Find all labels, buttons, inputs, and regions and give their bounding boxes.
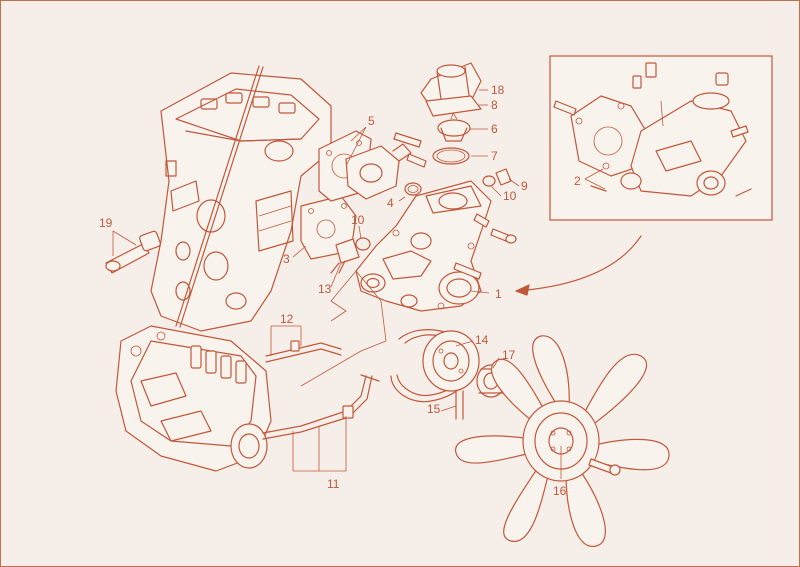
callout-11: 11 [327,477,340,491]
callout-10-left: 10 [351,213,365,227]
bolt-19 [105,230,161,274]
dipstick-guide [179,66,264,328]
callout-labels: 1 2 3 4 5 6 7 8 9 10 10 11 12 13 14 15 1… [99,83,581,498]
washer-10b [355,237,371,251]
fuel-pipe-12 [265,340,342,363]
cylinder-block [150,72,332,332]
thermostat-housing-adapter [345,143,412,200]
callout-15: 15 [427,402,441,416]
callout-4: 4 [387,196,394,210]
pointer-arrow [515,235,642,292]
callout-8: 8 [491,98,498,112]
callout-5: 5 [368,114,375,128]
arrow-head [515,284,530,296]
gasket-8 [425,95,482,117]
bolt [453,262,482,280]
callout-13: 13 [318,282,332,296]
callout-1: 1 [495,287,502,301]
bolt [393,132,422,148]
callout-18: 18 [491,83,505,97]
callout-12: 12 [280,312,294,326]
cooling-fan-16 [455,335,670,547]
callout-14: 14 [475,333,489,347]
callout-6: 6 [491,122,498,136]
dipstick [175,65,260,327]
fuel-pipe-11 [262,374,380,440]
o-ring-4 [404,182,422,196]
bolt [473,213,490,228]
bolt [406,153,427,168]
callout-17: 17 [502,348,516,362]
bolt-15 [455,390,464,420]
callout-10-right: 10 [503,189,517,203]
o-ring-7 [432,147,470,165]
pulley-14 [422,330,480,392]
temperature-sender-13 [330,237,371,274]
thermostat-6 [437,112,471,142]
callout-2: 2 [574,174,581,188]
washer-10 [482,175,496,187]
bolt-head [505,234,517,244]
callout-7: 7 [491,149,498,163]
callout-16: 16 [553,484,567,498]
callout-3: 3 [283,252,290,266]
plug-9 [495,168,512,186]
detail-inset [549,55,773,221]
callout-19: 19 [99,216,113,230]
callout-9: 9 [521,179,528,193]
injection-pump [115,325,272,472]
water-pump-body-1 [355,180,492,312]
leader-lines [112,89,606,479]
